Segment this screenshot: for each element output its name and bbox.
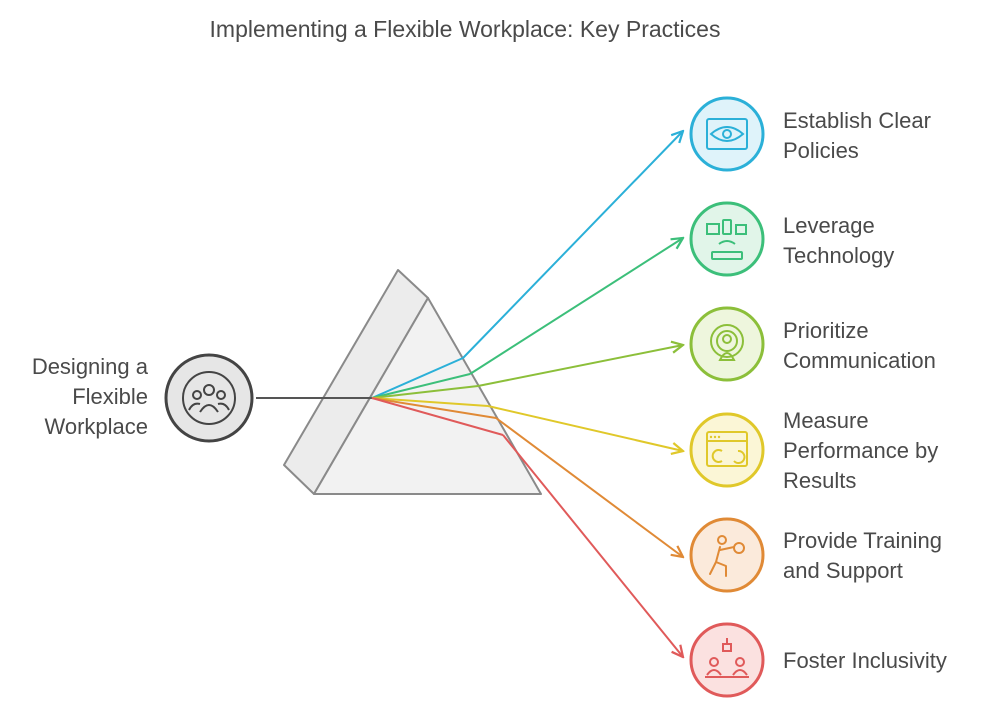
devices-network-icon — [689, 201, 765, 277]
ray-arrow-technology — [469, 238, 683, 375]
source-label-line: Workplace — [44, 414, 148, 439]
practice-label-technology: Leverage Technology — [783, 211, 894, 271]
source-label-line: Flexible — [72, 384, 148, 409]
refracted-rays-inside — [371, 357, 504, 436]
practice-label-line: Provide Training — [783, 528, 942, 553]
ray-arrow-training — [495, 417, 683, 557]
practice-label-line: Technology — [783, 243, 895, 268]
practice-label-line: Foster Inclusivity — [783, 648, 947, 673]
practice-label-line: Communication — [783, 348, 936, 373]
diverse-team-icon — [689, 622, 765, 698]
practice-label-training: Provide Training and Support — [783, 526, 942, 586]
practice-label-line: Leverage — [783, 213, 875, 238]
practice-label-policies: Establish Clear Policies — [783, 106, 931, 166]
practice-label-line: Establish Clear — [783, 108, 931, 133]
dashboard-window-icon — [689, 412, 765, 488]
practice-label-performance: Measure Performance by Results — [783, 406, 938, 496]
broadcast-user-icon — [689, 306, 765, 382]
source-label: Designing a Flexible Workplace — [0, 352, 148, 442]
ray-arrow-policies — [462, 131, 683, 359]
prism-shape — [283, 269, 542, 495]
practice-label-line: Results — [783, 468, 857, 493]
practice-label-communication: Prioritize Communication — [783, 316, 936, 376]
practice-label-line: Measure — [783, 408, 869, 433]
practice-label-line: and Support — [783, 558, 903, 583]
ray-arrow-inclusivity — [502, 434, 683, 657]
practice-label-line: Prioritize — [783, 318, 869, 343]
page-title: Implementing a Flexible Workplace: Key P… — [209, 16, 721, 42]
ray-arrow-communication — [477, 345, 683, 387]
practice-label-inclusivity: Foster Inclusivity — [783, 646, 947, 676]
people-group-icon — [164, 353, 254, 443]
practice-label-line: Performance by — [783, 438, 939, 463]
ray-arrow-performance — [487, 405, 683, 451]
eye-scan-icon — [689, 96, 765, 172]
source-label-line: Designing a — [31, 354, 148, 379]
running-person-icon — [689, 517, 765, 593]
practice-label-line: Policies — [783, 138, 859, 163]
